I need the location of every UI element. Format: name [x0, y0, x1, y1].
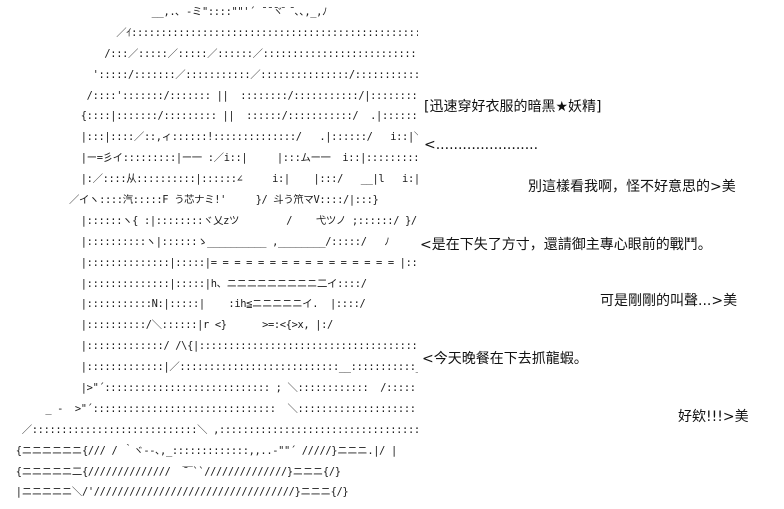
dialogue-line-yay: 好欸!!!>美: [678, 409, 749, 425]
ascii-art-line: |::::::ヽ{ :|::::::::ヾ乂zツ / 弋ツノ ;::::::/ …: [4, 214, 417, 227]
ascii-art-line: {ニニニニニニ{/// / ｀ヾ--､,_:::::::::::::,,..-"…: [4, 444, 397, 457]
ascii-art-line: {::::|:::::::/::::::::: || ::::::/::::::…: [80, 110, 418, 123]
dialogue-line-dinner-lobster: <今天晚餐在下去抓龍蝦。: [422, 351, 588, 367]
ascii-art-line: |ニニニニニ＼/'///////////////////////////////…: [4, 486, 349, 499]
ascii-art-line: ／イヽ::::汽:::::F う芯ナミ!' }/ 斗う笊マV::::/|:::}: [4, 194, 379, 207]
ascii-art-line: |::::::::::ヽ|::::::ゝ__________ ,________…: [4, 235, 390, 248]
ascii-art-line: |:::|::::／::,ィ::::::!::::::::::::::/ .|:…: [80, 131, 418, 144]
ascii-art-line: |ー=彡イ:::::::::|ー一 :／i::| |:::ムー一 i::|:::…: [80, 152, 418, 165]
ascii-art-line: |>"´:::::::::::::::::::::::::::: ; ＼::::…: [80, 382, 418, 395]
dialogue-line-focus-battle: <是在下失了方寸，還請御主專心眼前的戰鬥。: [420, 237, 712, 253]
dialogue-line-embarrassed: 別這樣看我啊，怪不好意思的>美: [528, 179, 736, 195]
ascii-art-line: ':::::/:::::::／:::::::::::／:::::::::::::…: [92, 68, 418, 81]
ascii-art-line: ／ｲ::::::::::::::::::::::::::::::::::::::…: [116, 26, 418, 39]
ascii-art-line: |:::::::::::N:|:::::| :ih≦ニニニニニイ. |::::/: [4, 298, 366, 311]
ascii-art-line: |:::::::::::::/ /\{|::::::::::::::::::::…: [80, 340, 418, 353]
caption-title: [迅速穿好衣服的暗黑★妖精]: [424, 99, 602, 115]
ascii-art-line: |::::::::::::::|:::::|= = = = = = = = = …: [4, 256, 418, 269]
ascii-art-line: |:／::::从::::::::::|::::::∠ i:| |:::/ __|…: [80, 173, 418, 186]
ascii-art-line: _ - >"´::::::::::::::::::::::::::::::: ＼…: [45, 402, 418, 415]
ascii-art-line: {ニニニニニ二{////////////// ̄￣``/////////////…: [4, 465, 341, 478]
ascii-art-figure: __,.､ -ミ"::::""'´ ̄ ̄ ̄ヾ̄ ̄ ､､,_,ﾉ ／ｲ:::…: [4, 2, 418, 507]
ascii-art-line: __,.､ -ミ"::::""'´ ̄ ̄ ̄ヾ̄ ̄ ､､,_,ﾉ: [4, 6, 328, 18]
ascii-art-line: |::::::::::::::|:::::|h、ニニニニニニニニニ二イ::::/: [4, 277, 367, 290]
ascii-art-line: /::::':::::::/::::::: || ::::::::/::::::…: [86, 89, 418, 102]
ascii-art-line: /:::／:::::／:::::／::::::／::::::::::::::::…: [104, 47, 418, 60]
dialogue-line-the-scream: 可是剛剛的叫聲...>美: [600, 293, 738, 309]
ascii-art-line: ／::::::::::::::::::::::::::::＼ ,::::::::…: [21, 423, 418, 436]
ascii-art-line: |::::::::::/＼::::::|r <} >=:<{>x, |:/: [4, 319, 334, 332]
ascii-art-line: |ニニニニニニ＼/;/////////////////////////////,…: [4, 503, 418, 507]
dialogue-line-ellipsis: <.......................: [424, 137, 539, 153]
ascii-art-line: |:::::::::::::|／::::::::::::::::::::::::…: [80, 361, 418, 374]
